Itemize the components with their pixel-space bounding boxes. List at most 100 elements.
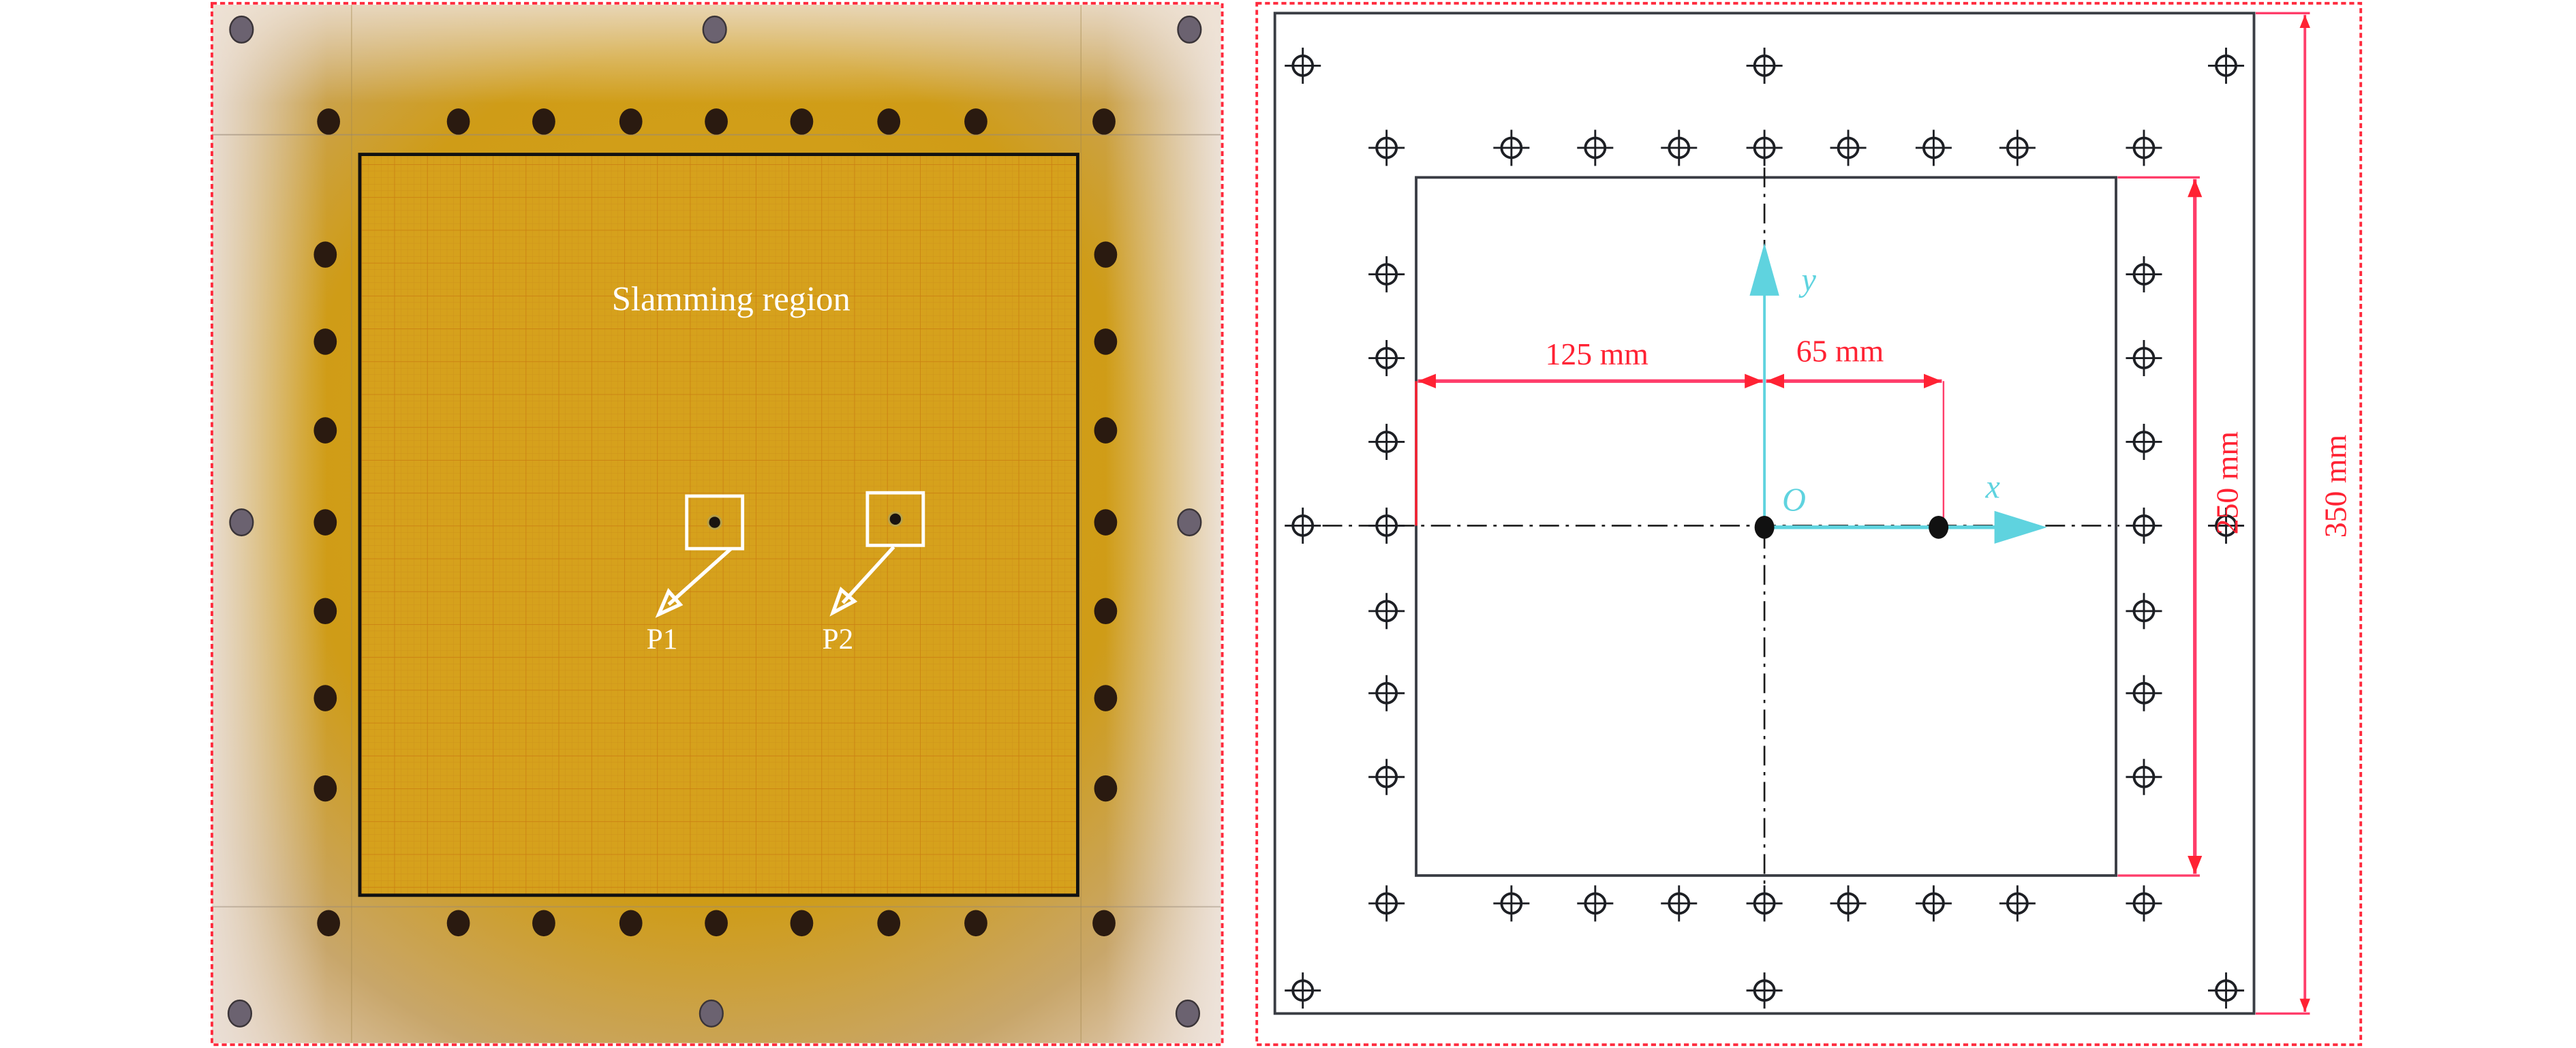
mounting-hole	[702, 15, 727, 44]
probe-p1-box	[685, 494, 745, 551]
bolt-hole-symbol-icon	[2126, 593, 2162, 630]
bolt-hole	[313, 775, 337, 802]
bolt-hole	[317, 108, 341, 135]
bolt-hole-symbol-icon	[2126, 885, 2162, 922]
bolt-hole-symbol-icon	[1661, 885, 1698, 922]
bolt-hole-symbol-icon	[1577, 885, 1614, 922]
bolt-hole-symbol-icon	[2126, 129, 2162, 166]
probe-p2-hole	[887, 511, 903, 527]
bolt-hole-symbol-icon	[1368, 423, 1405, 460]
dimension-250mm: 250 mm	[2117, 176, 2244, 877]
bolt-hole	[790, 108, 814, 135]
bolt-hole	[619, 108, 643, 135]
bolt-hole	[877, 108, 901, 135]
photo-edge-left	[211, 5, 327, 1043]
bolt-hole-symbol-icon	[1746, 129, 1783, 166]
origin-probe-p1-marker	[1754, 515, 1775, 539]
bolt-hole-symbol-icon	[1368, 675, 1405, 711]
bolt-hole	[877, 910, 901, 937]
slamming-region-border	[358, 153, 1079, 897]
bolt-hole-symbol-icon	[1368, 256, 1405, 293]
bolt-hole	[313, 417, 337, 444]
bolt-holes	[227, 15, 1202, 1028]
bolt-hole-symbol-icon	[1493, 885, 1530, 922]
bolt-hole-symbol-icon	[2126, 256, 2162, 293]
bolt-hole-symbol-icon	[1368, 758, 1405, 795]
mounting-hole	[229, 508, 254, 537]
bolt-hole-symbol-icon	[1285, 972, 1321, 1009]
probe-p2-marker	[1929, 515, 1949, 539]
bolt-hole	[446, 910, 470, 937]
drawing-inner-region	[1415, 176, 2117, 877]
x-axis-arrowhead	[1994, 510, 2047, 544]
mounting-hole	[699, 999, 724, 1028]
probe-p2: P2	[823, 491, 925, 656]
bolt-hole	[313, 509, 337, 536]
dimension-125mm: 125 mm	[1415, 337, 1763, 526]
bolt-hole-symbols	[1285, 47, 2245, 1009]
mounting-hole	[227, 999, 253, 1028]
bolt-hole	[1094, 685, 1118, 711]
bolt-hole-symbol-icon	[1915, 129, 1952, 166]
bolt-hole-symbol-icon	[1368, 885, 1405, 922]
bolt-hole	[313, 685, 337, 711]
bolt-hole	[1094, 417, 1118, 444]
mounting-hole	[1177, 508, 1202, 537]
bolt-hole	[964, 108, 987, 135]
bolt-hole-symbol-icon	[2126, 423, 2162, 460]
dimension-125-label: 125 mm	[1546, 337, 1649, 371]
bolt-hole-symbol-icon	[1830, 129, 1867, 166]
bolt-hole	[705, 910, 728, 937]
bolt-hole	[1094, 241, 1118, 268]
bolt-hole-symbol-icon	[1661, 129, 1698, 166]
bolt-hole	[1094, 509, 1118, 536]
bolt-hole	[532, 108, 555, 135]
probe-p2-label: P2	[823, 623, 854, 656]
bolt-hole	[1092, 108, 1116, 135]
bolt-hole	[317, 910, 341, 937]
y-axis-label: y	[1798, 262, 1816, 298]
probe-p1: P1	[647, 494, 745, 656]
photo-panel: Slamming region P1 P2	[211, 1, 1224, 1047]
bolt-hole-symbol-icon	[1746, 972, 1783, 1009]
dimension-250-label: 250 mm	[2209, 431, 2244, 534]
bolt-hole-symbol-icon	[2126, 758, 2162, 795]
bolt-hole	[532, 910, 555, 937]
bolt-hole	[313, 241, 337, 268]
bolt-hole	[790, 910, 814, 937]
bolt-hole	[705, 108, 728, 135]
bolt-hole	[313, 328, 337, 355]
drawing-panel-border	[1255, 1, 2363, 1047]
photo-panel-border	[211, 1, 1224, 1047]
dimension-65mm: 65 mm	[1766, 333, 1945, 523]
x-axis-label: x	[1984, 469, 2000, 505]
bolt-hole-symbol-icon	[1999, 885, 2036, 922]
dimension-65-label: 65 mm	[1796, 333, 1884, 368]
bolt-hole-symbol-icon	[1493, 129, 1530, 166]
bolt-hole	[964, 910, 987, 937]
bolt-hole-symbol-icon	[2126, 675, 2162, 711]
bolt-hole	[1092, 910, 1116, 937]
bolt-hole	[1094, 598, 1118, 625]
photo-edge-right	[1105, 5, 1221, 1043]
bolt-hole-symbol-icon	[2208, 507, 2245, 544]
bolt-hole-symbol-icon	[2126, 507, 2162, 544]
bolt-hole-symbol-icon	[1915, 885, 1952, 922]
origin-label: O	[1782, 482, 1806, 519]
dimension-350mm: 350 mm	[2255, 12, 2353, 1015]
bolt-hole-symbol-icon	[1746, 885, 1783, 922]
probe-p1-arrow	[655, 547, 733, 618]
mounting-hole	[1177, 15, 1202, 44]
bolt-hole	[619, 910, 643, 937]
bolt-hole-symbol-icon	[1285, 47, 1321, 84]
slamming-region-label: Slamming region	[612, 280, 850, 318]
bolt-hole	[313, 598, 337, 625]
mounting-hole	[229, 15, 254, 44]
bolt-hole-symbol-icon	[1830, 885, 1867, 922]
mounting-hole	[1175, 999, 1201, 1028]
bolt-hole-symbol-icon	[1368, 340, 1405, 377]
bolt-hole	[1094, 328, 1118, 355]
coordinate-axes: y x O	[1749, 243, 2047, 544]
bolt-hole-symbol-icon	[1746, 47, 1783, 84]
bolt-hole-symbol-icon	[2208, 972, 2245, 1009]
